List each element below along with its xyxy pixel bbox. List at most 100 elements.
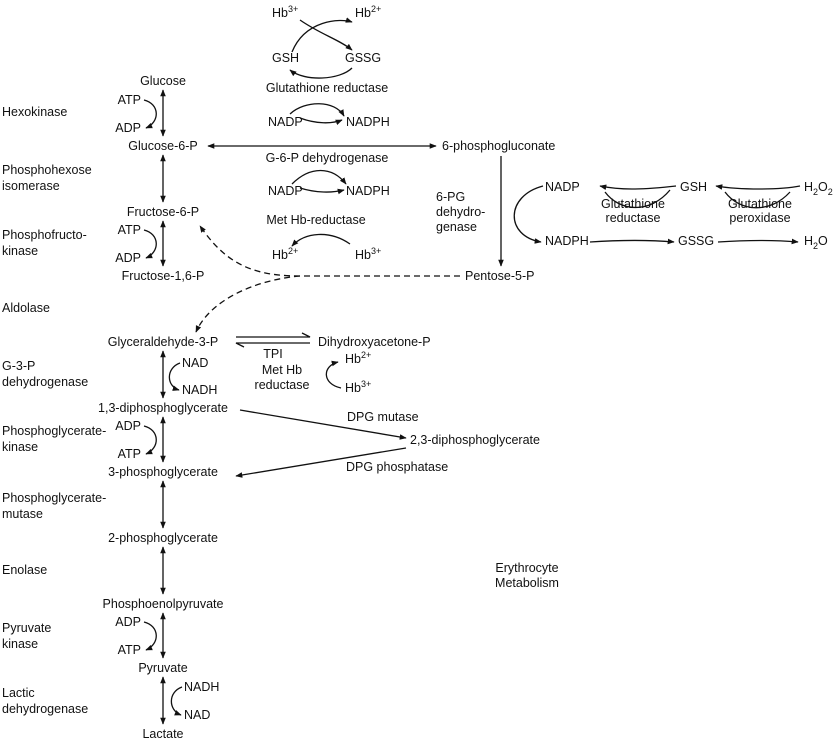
enzyme-pyruvate-kinase-line2: kinase: [2, 637, 38, 651]
dash-pentose-to-g3p: [195, 275, 301, 333]
tpi-forward-arrow: [236, 332, 311, 338]
g6pd-nadp: NADP: [268, 115, 303, 129]
label-g6p-dehydrogenase: G-6-P dehydrogenase: [266, 151, 389, 165]
cofactor-adp-2: ADP: [115, 251, 141, 265]
arrow-13dpg-to-23dpg: [239, 409, 407, 440]
dpg-shunt: DPG mutase DPG phosphatase: [235, 409, 448, 478]
label-glut-peroxidase-1: Glutathione: [728, 197, 792, 211]
top-gssg: GSSG: [345, 51, 381, 65]
enzyme-phosphofructokinase-line1: Phosphofructo-: [2, 228, 87, 242]
enzyme-labels: Hexokinase Phosphohexose isomerase Phosp…: [2, 105, 106, 716]
curve-hb3-to-gssg: [299, 19, 353, 51]
curve-gssg-to-gsh: [289, 67, 353, 79]
caption-line2: Metabolism: [495, 576, 559, 590]
curve-nadp-nadph-shunt: [513, 185, 544, 244]
cofactor-atp-1: ATP: [118, 93, 141, 107]
shunt-nadp: NADP: [545, 180, 580, 194]
top-hb3: Hb3+: [272, 4, 298, 20]
metabolite-2-phosphoglycerate: 2-phosphoglycerate: [108, 531, 218, 545]
cofactor-nad-1: NAD: [182, 356, 208, 370]
pentose-shunt: 6-PG dehydro- genase NADP NADPH GSH GSSG…: [436, 156, 833, 267]
curve-h2o2-to-gsh: [715, 184, 801, 190]
metabolite-pyruvate: Pyruvate: [138, 661, 187, 675]
metabolite-glucose: Glucose: [140, 74, 186, 88]
methb-hb2: Hb2+: [272, 246, 298, 262]
caption-line1: Erythrocyte: [495, 561, 558, 575]
top-gsh: GSH: [272, 51, 299, 65]
label-met-hb-reductase: Met Hb-reductase: [266, 213, 365, 227]
cofactor-atp-2: ATP: [118, 223, 141, 237]
cofactor-nadh-2: NADH: [184, 680, 219, 694]
enzyme-lactic-dehydrogenase-line2: dehydrogenase: [2, 702, 88, 716]
label-glutathione-reductase: Glutathione reductase: [266, 81, 388, 95]
cofactor-adp-4: ADP: [115, 615, 141, 629]
curve-nadph-to-gssg: [589, 238, 675, 245]
label-methb-reductase-2: reductase: [255, 378, 310, 392]
curve-atp-adp-2: [143, 229, 157, 259]
label-dpg-mutase: DPG mutase: [347, 410, 419, 424]
curve-nadp-nadph-met-2: [299, 187, 345, 195]
cofactor-adp-3: ADP: [115, 419, 141, 433]
methb-small-hb2: Hb2+: [345, 350, 371, 366]
curve-gsh-to-nadp: [599, 184, 677, 190]
shunt-h2o: H2O: [804, 234, 828, 251]
metabolite-3-phosphoglycerate: 3-phosphoglycerate: [108, 465, 218, 479]
enzyme-phosphoglycerate-kinase-line1: Phosphoglycerate-: [2, 424, 106, 438]
enzyme-phosphoglycerate-kinase-line2: kinase: [2, 440, 38, 454]
enzyme-hexokinase: Hexokinase: [2, 105, 67, 119]
methb-small-hb3: Hb3+: [345, 379, 371, 395]
tpi-methb: TPI Met Hb reductase Hb2+ Hb3+: [235, 332, 371, 395]
cofactor-nadh-1: NADH: [182, 383, 217, 397]
cofactor-nad-2: NAD: [184, 708, 210, 722]
enzyme-enolase: Enolase: [2, 563, 47, 577]
metabolite-pentose-5-p: Pentose-5-P: [465, 269, 534, 283]
curve-adp-atp-3: [143, 425, 157, 455]
g6pd-nadph: NADPH: [346, 115, 390, 129]
curve-nadp-to-nadph: [299, 117, 343, 125]
curve-nadp-nadph-met: [291, 170, 347, 185]
metabolite-lactate: Lactate: [142, 727, 183, 741]
cofactor-atp-3: ATP: [118, 447, 141, 461]
enzyme-phosphoglycerate-mutase-line1: Phosphoglycerate-: [2, 491, 106, 505]
arrow-23dpg-to-3pg: [235, 447, 407, 478]
cofactor-atp-4: ATP: [118, 643, 141, 657]
enzyme-phosphohexose-isomerase-line1: Phosphohexose: [2, 163, 92, 177]
enzyme-g3p-dehydrogenase-line1: G-3-P: [2, 359, 35, 373]
glycolysis-metabolites: Glucose Glucose-6-P Fructose-6-P Fructos…: [98, 74, 555, 741]
metabolite-glucose-6-p: Glucose-6-P: [128, 139, 197, 153]
dash-pentose-to-f6p: [199, 225, 460, 277]
enzyme-phosphofructokinase-line2: kinase: [2, 244, 38, 258]
enzyme-pyruvate-kinase-line1: Pyruvate: [2, 621, 51, 635]
curve-hb3-hb2-small: [325, 360, 342, 389]
shunt-h2o2: H2O2: [804, 180, 833, 197]
figure-caption: Erythrocyte Metabolism: [495, 561, 559, 590]
metabolite-fructose-6-p: Fructose-6-P: [127, 205, 199, 219]
shunt-nadph: NADPH: [545, 234, 589, 248]
curve-adp-atp-4: [143, 621, 157, 651]
top-redox-cycles: Hb3+ Hb2+ GSH GSSG Glutathione reductase…: [207, 4, 437, 262]
curve-nadph-to-nadp-top: [289, 103, 345, 117]
metabolite-fructose-1-6-p: Fructose-1,6-P: [122, 269, 205, 283]
cofactor-curves: ATP ADP ATP ADP NAD NADH ADP ATP ADP ATP…: [115, 93, 219, 722]
label-glut-reductase-1: Glutathione: [601, 197, 665, 211]
top-hb2: Hb2+: [355, 4, 381, 20]
label-dpg-phosphatase: DPG phosphatase: [346, 460, 448, 474]
curve-hb3-to-hb2: [291, 233, 351, 247]
shunt-gssg: GSSG: [678, 234, 714, 248]
label-glut-peroxidase-2: peroxidase: [729, 211, 790, 225]
curve-glut-perox-link: [724, 191, 791, 209]
label-tpi: TPI: [263, 347, 282, 361]
metabolite-phosphoenolpyruvate: Phosphoenolpyruvate: [103, 597, 224, 611]
label-6pg-dh-1: 6-PG: [436, 190, 465, 204]
curve-nad-nadh-1: [168, 362, 181, 391]
curve-gssg-to-h2o: [717, 238, 799, 245]
enzyme-phosphohexose-isomerase-line2: isomerase: [2, 179, 60, 193]
methb-nadph: NADPH: [346, 184, 390, 198]
curve-glut-red-link: [604, 189, 671, 209]
metabolite-6-phosphogluconate: 6-phosphogluconate: [442, 139, 555, 153]
curve-nadh-nad-2: [170, 686, 183, 716]
enzyme-lactic-dehydrogenase-line1: Lactic: [2, 686, 35, 700]
enzyme-aldolase: Aldolase: [2, 301, 50, 315]
methb-nadp: NADP: [268, 184, 303, 198]
methb-hb3: Hb3+: [355, 246, 381, 262]
